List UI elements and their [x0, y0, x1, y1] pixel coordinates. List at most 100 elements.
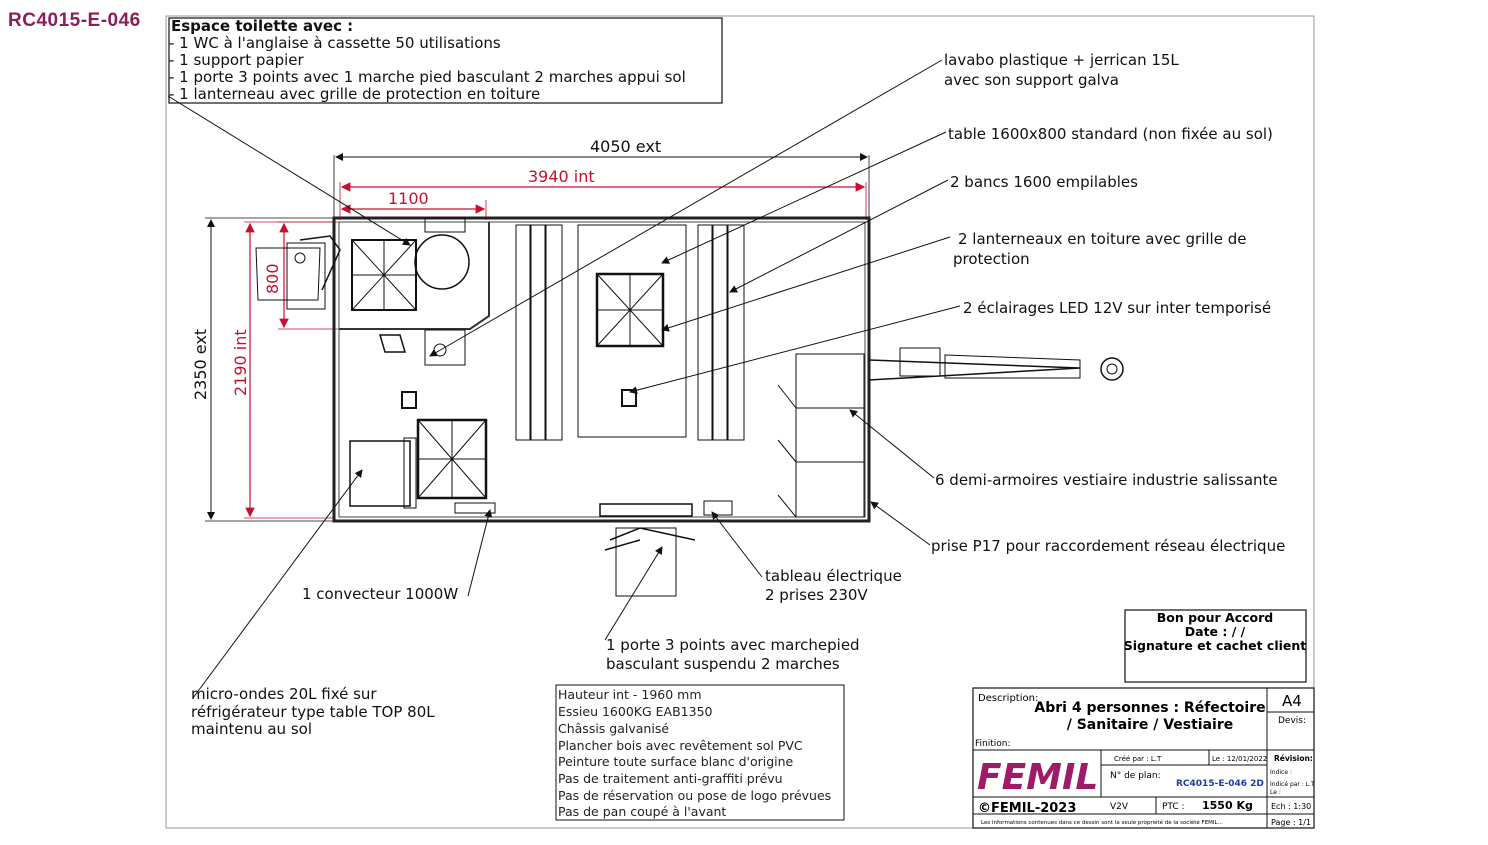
- roof-lantern-bottom: [416, 418, 488, 500]
- bench-left: [515, 224, 563, 441]
- electrical-panel: [703, 500, 733, 516]
- dimension-ext-length: 4050 ext: [333, 137, 870, 218]
- callout-microondes-line: micro-ondes 20L fixé sur: [191, 685, 377, 703]
- leader-toilet: [167, 95, 411, 246]
- toilet-box-line: - 1 porte 3 points avec 1 marche pied ba…: [169, 68, 686, 86]
- towbar: [868, 347, 1124, 381]
- dim-door-width-label: 800: [263, 263, 282, 294]
- convector: [454, 502, 496, 514]
- tb-description-line: / Sanitaire / Vestiaire: [1067, 717, 1234, 733]
- tb-indice: Indice :: [1270, 769, 1292, 776]
- callout-porte-line: 1 porte 3 points avec marchepied: [606, 636, 860, 654]
- tb-revision: Révision:: [1274, 754, 1313, 763]
- cabin-outline: [332, 216, 871, 523]
- callout-microondes-line: réfrigérateur type table TOP 80L: [191, 703, 435, 721]
- dimension-int-width: 2190 int: [231, 221, 334, 519]
- leader-porte: [604, 546, 663, 641]
- tb-echelle: Ech : 1:30: [1271, 802, 1311, 811]
- plan-id-header: RC4015-E-046: [8, 10, 141, 31]
- bench-right: [697, 224, 745, 441]
- callout-bancs: 2 bancs 1600 empilables: [950, 173, 1138, 191]
- tb-plan-number: RC4015-E-046 2D: [1176, 779, 1264, 789]
- spec-line: Pas de réservation ou pose de logo prévu…: [558, 788, 831, 803]
- dimension-door-width: 800: [263, 221, 340, 330]
- led-light-left: [401, 391, 417, 409]
- callout-lanterneaux-line: protection: [953, 250, 1030, 268]
- spec-line: Peinture toute surface blanc d'origine: [558, 754, 794, 769]
- spec-line: Hauteur int - 1960 mm: [558, 687, 702, 702]
- tb-format: A4: [1282, 692, 1302, 710]
- tb-description-label: Description:: [978, 693, 1038, 704]
- callout-lavabo-line: lavabo plastique + jerrican 15L: [944, 51, 1179, 69]
- spec-line: Châssis galvanisé: [558, 721, 669, 736]
- tb-description-line: Abri 4 personnes : Réfectoire: [1034, 700, 1265, 716]
- lockers: [777, 353, 865, 518]
- dim-int-length-label: 3940 int: [528, 167, 595, 186]
- toilet-description-box: Espace toilette avec : - 1 WC à l'anglai…: [168, 17, 723, 104]
- title-block: Description: Abri 4 personnes : Réfectoi…: [972, 687, 1315, 829]
- dim-int-width-label: 2190 int: [231, 329, 250, 396]
- toilet-compartment: [339, 217, 490, 366]
- tb-devis-label: Devis:: [1278, 716, 1306, 726]
- tb-ptc-label: PTC :: [1162, 802, 1185, 812]
- callout-tableau-line: 2 prises 230V: [765, 586, 868, 604]
- toilet-door-step: [255, 235, 341, 310]
- tb-plan-label: N° de plan:: [1110, 771, 1161, 781]
- dimension-toilet-width: 1100: [340, 189, 487, 220]
- led-light-right: [621, 389, 637, 407]
- spec-line: Essieu 1600KG EAB1350: [558, 704, 713, 719]
- sheet-frame: [165, 15, 1315, 829]
- tb-finition-label: Finition:: [975, 739, 1011, 749]
- callout-convecteur: 1 convecteur 1000W: [302, 585, 458, 603]
- leader-tableau: [711, 511, 763, 578]
- callout-tableau-line: tableau électrique: [765, 567, 902, 585]
- dimension-int-length: 3940 int: [339, 167, 867, 220]
- toilet-box-title: Espace toilette avec :: [171, 17, 353, 35]
- accord-box: Bon pour Accord Date : / / Signature et …: [1124, 609, 1307, 683]
- tb-indice-le: Le :: [1270, 789, 1281, 796]
- paper-holder: [378, 334, 407, 353]
- dimension-ext-width: 2350 ext: [191, 217, 334, 522]
- dim-ext-width-label: 2350 ext: [191, 329, 210, 400]
- femil-logo: FEMIL: [977, 757, 1098, 798]
- callout-eclairages: 2 éclairages LED 12V sur inter temporisé: [963, 299, 1271, 317]
- leader-bancs: [729, 179, 949, 293]
- toilet-box-line: - 1 WC à l'anglaise à cassette 50 utilis…: [169, 34, 501, 52]
- specs-box: Hauteur int - 1960 mm Essieu 1600KG EAB1…: [555, 684, 845, 821]
- tb-indice-par: Indicé par : L.T: [1270, 781, 1315, 788]
- spec-line: Plancher bois avec revêtement sol PVC: [558, 738, 803, 753]
- toilet-box-line: - 1 lanterneau avec grille de protection…: [169, 85, 540, 103]
- table-1600x800: [577, 224, 687, 438]
- leader-convecteur: [467, 509, 493, 597]
- leader-prise: [870, 501, 931, 546]
- leader-lanterneaux: [661, 236, 951, 332]
- leader-lavabo: [429, 59, 943, 357]
- tb-ptc-value: 1550 Kg: [1202, 799, 1253, 812]
- tb-cree-par: Créé par : L.T: [1114, 755, 1162, 763]
- toilet-box-line: - 1 support papier: [169, 51, 304, 69]
- callout-porte-line: basculant suspendu 2 marches: [606, 655, 840, 673]
- callout-armoires: 6 demi-armoires vestiaire industrie sali…: [935, 471, 1278, 489]
- roof-lantern-top: [595, 272, 665, 348]
- spec-line: Pas de pan coupé à l'avant: [558, 804, 726, 819]
- leader-microondes: [192, 469, 363, 699]
- wash-basin: [424, 329, 466, 366]
- leader-eclairages: [629, 305, 961, 395]
- callout-lanterneaux-line: 2 lanterneaux en toiture avec grille de: [958, 230, 1246, 248]
- tb-copyright: ©FEMIL-2023: [978, 801, 1076, 816]
- main-door-step: [599, 503, 696, 597]
- leader-armoires: [849, 409, 935, 479]
- callout-table: table 1600x800 standard (non fixée au so…: [948, 125, 1273, 143]
- dim-ext-length-label: 4050 ext: [590, 137, 661, 156]
- tb-legal: Les informations contenues dans ce dessi…: [981, 819, 1223, 826]
- dim-toilet-width-label: 1100: [388, 189, 429, 208]
- accord-signature: Signature et cachet client: [1124, 638, 1307, 653]
- tb-le: Le : 12/01/2022: [1212, 755, 1267, 763]
- accord-title: Bon pour Accord: [1157, 610, 1274, 625]
- tb-version: V2V: [1110, 802, 1129, 812]
- fridge-microwave: [349, 437, 417, 509]
- leader-table: [661, 131, 947, 264]
- accord-date: Date : / /: [1185, 624, 1246, 639]
- tb-page: Page : 1/1: [1271, 818, 1311, 827]
